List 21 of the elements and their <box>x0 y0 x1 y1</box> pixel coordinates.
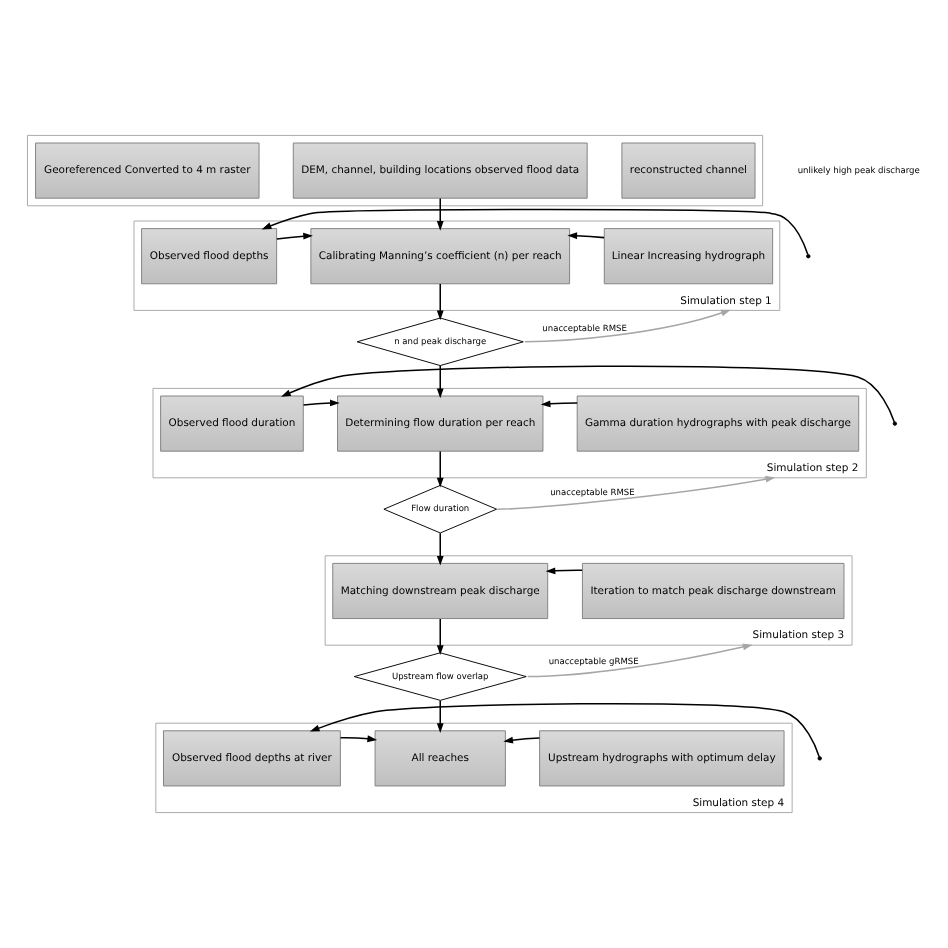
arrow <box>524 309 731 343</box>
arrow <box>436 532 444 566</box>
arrow <box>276 232 313 240</box>
arrow <box>281 365 896 423</box>
arrow <box>567 232 605 240</box>
arrow <box>436 197 444 231</box>
arrow <box>503 736 541 744</box>
arrow <box>496 475 776 510</box>
arrow <box>436 618 444 655</box>
arrow <box>436 450 444 488</box>
arrow <box>540 400 578 408</box>
arrow <box>436 699 444 733</box>
arrow <box>261 208 809 256</box>
cluster <box>27 134 764 207</box>
arrow <box>527 643 753 678</box>
arrow <box>545 567 583 575</box>
arrow <box>302 399 340 407</box>
arrow <box>436 365 444 399</box>
arrow <box>339 735 378 743</box>
arrow <box>436 283 444 321</box>
arrow <box>309 702 820 758</box>
